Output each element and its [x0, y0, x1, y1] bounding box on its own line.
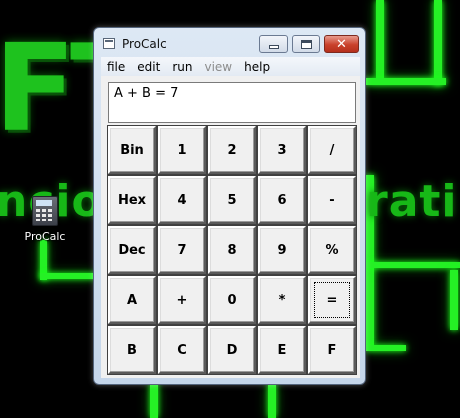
background-word-right: rati — [366, 176, 458, 227]
close-button[interactable]: ✕ — [324, 35, 359, 53]
menu-help[interactable]: help — [244, 59, 271, 74]
close-icon: ✕ — [336, 36, 347, 52]
background-circuit-line — [434, 0, 442, 85]
calculator-display: A + B = 7 — [108, 82, 356, 123]
key-e[interactable]: E — [258, 326, 306, 374]
key-1[interactable]: 1 — [158, 126, 206, 174]
background-circuit-line — [376, 0, 384, 78]
keypad: Bin 1 2 3 / Hex 4 5 6 - Dec 7 8 9 % A + … — [108, 126, 356, 374]
key-subtract[interactable]: - — [308, 176, 356, 224]
key-6[interactable]: 6 — [258, 176, 306, 224]
menu-file[interactable]: file — [107, 59, 126, 74]
key-multiply[interactable]: * — [258, 276, 306, 324]
background-circuit-line — [40, 273, 95, 279]
key-0[interactable]: 0 — [208, 276, 256, 324]
menu-view: view — [204, 59, 233, 74]
calculator-body: A + B = 7 Bin 1 2 3 / Hex 4 5 6 - Dec 7 … — [101, 76, 360, 378]
key-divide[interactable]: / — [308, 126, 356, 174]
key-5[interactable]: 5 — [208, 176, 256, 224]
key-2[interactable]: 2 — [208, 126, 256, 174]
procalc-window: ProCalc ✕ file edit run view help A + B … — [93, 27, 366, 385]
key-c[interactable]: C — [158, 326, 206, 374]
background-circuit-line — [366, 175, 374, 345]
window-title: ProCalc — [122, 37, 167, 51]
calculator-icon — [32, 196, 58, 226]
minimize-icon — [268, 45, 279, 49]
key-modulo[interactable]: % — [308, 226, 356, 274]
menu-bar: file edit run view help — [101, 57, 360, 76]
key-8[interactable]: 8 — [208, 226, 256, 274]
title-bar[interactable]: ProCalc ✕ — [94, 28, 365, 58]
key-hex[interactable]: Hex — [108, 176, 156, 224]
background-circuit-line — [268, 384, 276, 418]
background-circuit-line — [366, 262, 460, 268]
key-dec[interactable]: Dec — [108, 226, 156, 274]
background-circuit-line — [150, 384, 158, 418]
background-circuit-line — [450, 270, 458, 330]
key-a[interactable]: A — [108, 276, 156, 324]
key-d[interactable]: D — [208, 326, 256, 374]
key-bin[interactable]: Bin — [108, 126, 156, 174]
desktop-shortcut-label: ProCalc — [24, 230, 66, 243]
key-3[interactable]: 3 — [258, 126, 306, 174]
key-add[interactable]: + — [158, 276, 206, 324]
key-b[interactable]: B — [108, 326, 156, 374]
maximize-button[interactable] — [292, 35, 320, 53]
key-equals[interactable]: = — [308, 276, 356, 324]
menu-run[interactable]: run — [172, 59, 193, 74]
window-app-icon[interactable] — [103, 38, 115, 49]
menu-edit[interactable]: edit — [137, 59, 161, 74]
background-circuit-line — [366, 78, 446, 85]
minimize-button[interactable] — [259, 35, 288, 53]
key-9[interactable]: 9 — [258, 226, 306, 274]
desktop-shortcut-procalc[interactable]: ProCalc — [20, 196, 70, 243]
key-f[interactable]: F — [308, 326, 356, 374]
background-circuit-line — [40, 240, 47, 280]
key-4[interactable]: 4 — [158, 176, 206, 224]
background-circuit-line — [366, 345, 406, 351]
key-7[interactable]: 7 — [158, 226, 206, 274]
maximize-icon — [300, 39, 312, 49]
